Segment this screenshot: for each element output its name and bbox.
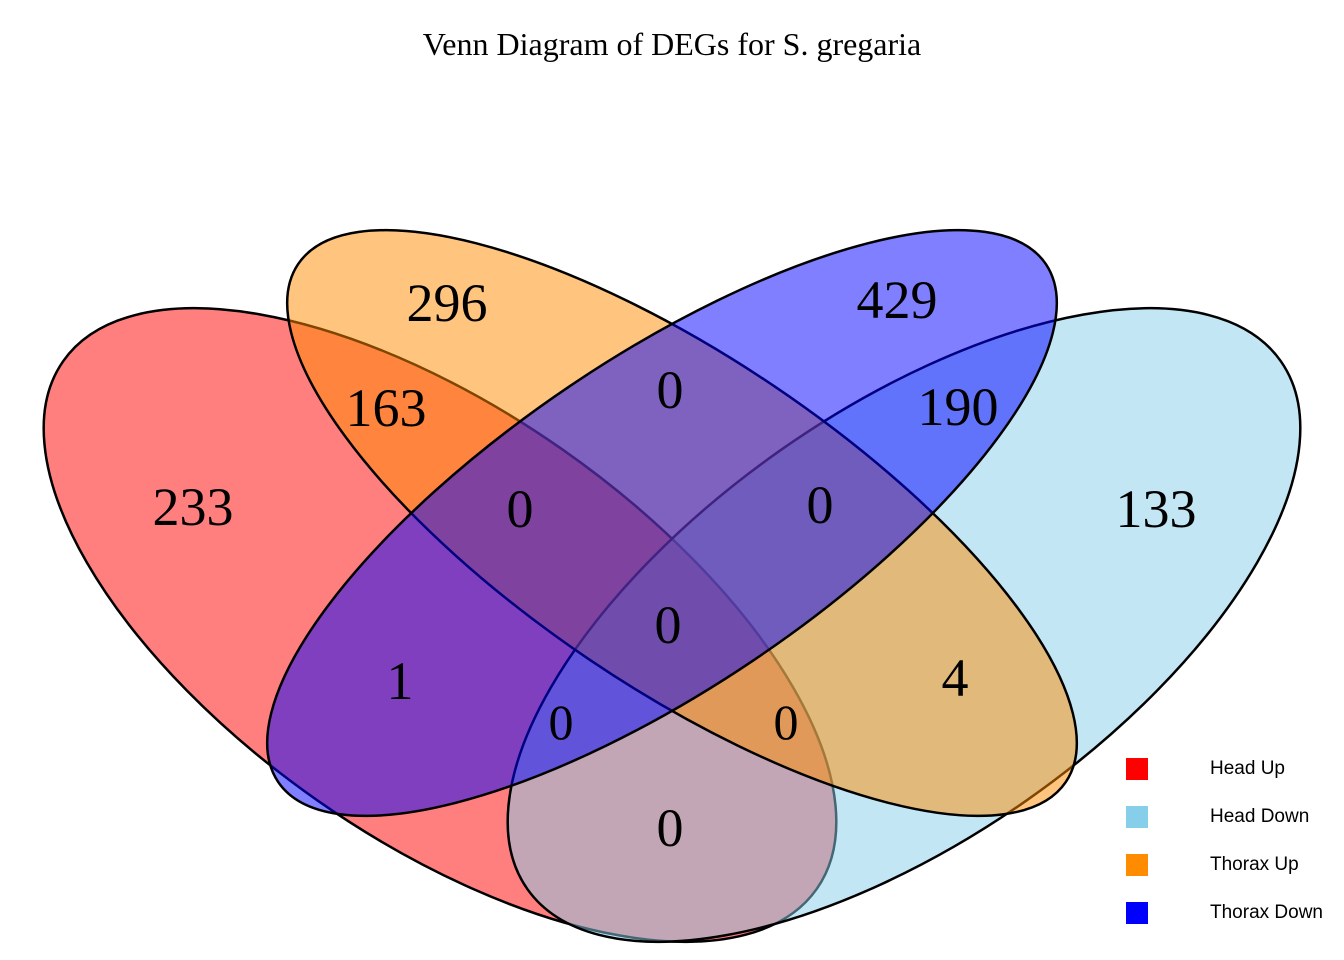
region-count-head-up-thorax-up-thorax-down: 0 bbox=[506, 479, 534, 539]
region-count-thorax-up-thorax-down: 0 bbox=[656, 360, 684, 420]
legend-item-head-up: Head Up bbox=[1126, 757, 1323, 781]
legend-label-head-up: Head Up bbox=[1210, 758, 1285, 779]
ellipse-thorax-down bbox=[265, 228, 1059, 818]
legend: Head Up Head Down Thorax Up Thorax Down bbox=[1126, 757, 1323, 949]
region-count-head-up-only: 233 bbox=[152, 477, 234, 537]
legend-item-head-down: Head Down bbox=[1126, 805, 1323, 829]
region-count-head-up-thorax-down-head-down: 0 bbox=[548, 694, 574, 750]
chart-title: Venn Diagram of DEGs for S. gregaria bbox=[422, 26, 922, 62]
region-count-head-up-thorax-down: 1 bbox=[386, 651, 414, 711]
legend-item-thorax-up: Thorax Up bbox=[1126, 853, 1323, 877]
legend-swatch-thorax-down bbox=[1126, 902, 1148, 924]
legend-swatch-thorax-up bbox=[1126, 854, 1148, 876]
region-count-head-up-thorax-up: 163 bbox=[345, 378, 427, 438]
region-count-head-up-thorax-up-head-down: 0 bbox=[773, 694, 799, 750]
legend-label-thorax-down: Thorax Down bbox=[1210, 902, 1323, 923]
legend-label-head-down: Head Down bbox=[1210, 806, 1310, 827]
region-count-thorax-up-only: 296 bbox=[406, 273, 488, 333]
legend-item-thorax-down: Thorax Down bbox=[1126, 901, 1323, 925]
legend-swatch-head-up bbox=[1126, 758, 1148, 780]
legend-label-thorax-up: Thorax Up bbox=[1210, 854, 1299, 875]
region-count-thorax-down-only: 429 bbox=[856, 270, 938, 330]
region-count-thorax-up-head-down: 4 bbox=[941, 648, 969, 708]
region-count-head-down-only: 133 bbox=[1115, 479, 1197, 539]
region-count-thorax-down-head-down: 190 bbox=[917, 377, 999, 437]
region-count-head-up-head-down: 0 bbox=[656, 798, 684, 858]
region-count-all-four: 0 bbox=[654, 595, 682, 655]
legend-swatch-head-down bbox=[1126, 806, 1148, 828]
region-count-thorax-up-thorax-down-head-down: 0 bbox=[806, 475, 834, 535]
